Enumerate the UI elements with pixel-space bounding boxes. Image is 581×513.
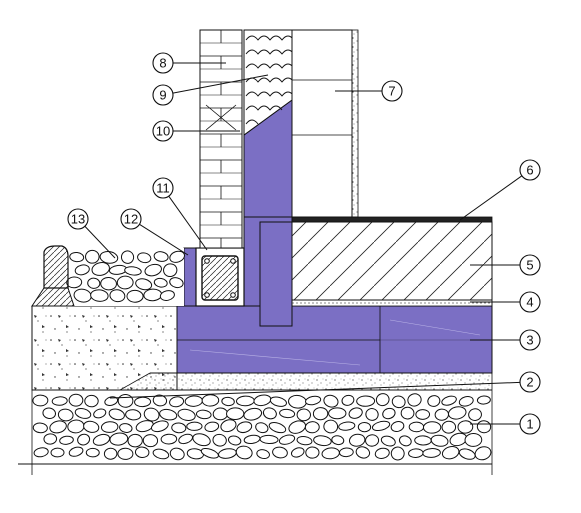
brick-wall	[199, 29, 243, 249]
drainage-gravel	[66, 248, 185, 306]
callout-circle	[519, 413, 541, 435]
callout-2: 2	[109, 371, 541, 399]
callout-circle	[67, 208, 89, 230]
callout-circle	[519, 254, 541, 276]
inner-wall	[291, 29, 359, 218]
callout-label: 1	[526, 417, 533, 432]
callout-label: 11	[156, 181, 170, 196]
callout-label: 8	[159, 56, 166, 71]
callout-label: 4	[526, 295, 533, 310]
callout-circle	[152, 120, 174, 142]
callout-label: 9	[159, 88, 166, 103]
callout-circle	[519, 159, 541, 181]
callout-11: 11	[152, 177, 208, 251]
boundary-lines	[18, 222, 493, 475]
concrete-foundation	[31, 305, 178, 391]
membrane-layer	[291, 299, 493, 307]
callout-circle	[519, 329, 541, 351]
callout-circle	[152, 52, 174, 74]
callout-6: 6	[459, 159, 541, 221]
callout-circle	[519, 291, 541, 313]
callout-circle	[152, 84, 174, 106]
callout-label: 7	[388, 84, 395, 99]
callout-label: 6	[526, 163, 533, 178]
insulation-foundation	[176, 305, 493, 374]
callout-5: 5	[470, 254, 541, 276]
callout-label: 13	[71, 212, 85, 227]
callout-circle	[519, 371, 541, 393]
callout-3: 3	[470, 329, 541, 351]
callout-circle	[152, 177, 174, 199]
callout-7: 7	[335, 80, 403, 102]
edge-curb	[31, 245, 75, 307]
callout-10: 10	[152, 120, 240, 142]
callout-8: 8	[152, 52, 226, 74]
callout-label: 10	[156, 124, 170, 139]
floor-slab	[291, 221, 493, 301]
callout-circle	[381, 80, 403, 102]
callout-label: 3	[526, 333, 533, 348]
callout-12: 12	[120, 208, 189, 256]
callout-13: 13	[67, 208, 116, 259]
callout-1: 1	[470, 413, 541, 435]
gravel-layer	[32, 389, 492, 464]
callout-label: 12	[124, 212, 138, 227]
callout-4: 4	[470, 291, 541, 313]
callout-9: 9	[152, 74, 269, 106]
callout-label: 5	[526, 258, 533, 273]
ring-beam	[195, 247, 245, 307]
callout-circle	[120, 208, 142, 230]
callout-label: 2	[526, 375, 533, 390]
